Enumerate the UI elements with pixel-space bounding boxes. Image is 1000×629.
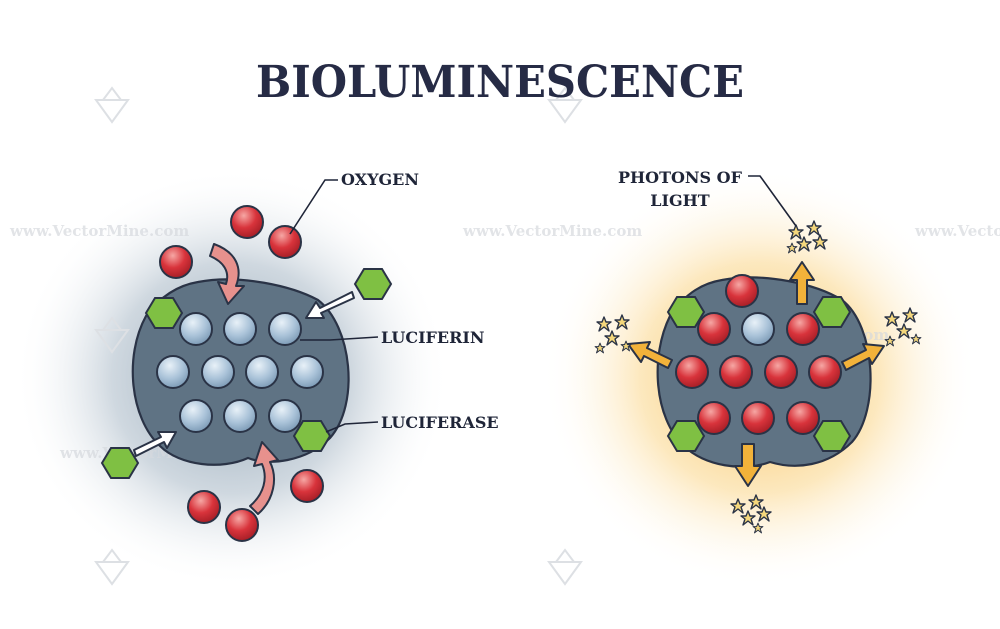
luciferin-sphere: [179, 399, 213, 433]
luciferin-sphere: [179, 312, 213, 346]
luciferase-hexagon: [666, 296, 706, 328]
watermark-logo-icon: [94, 86, 130, 124]
star-icon: [812, 234, 828, 250]
oxyluciferin-sphere: [719, 355, 753, 389]
luciferase-hexagon: [666, 420, 706, 452]
luciferase-hexagons-left: [100, 268, 393, 479]
star-icon: [604, 330, 620, 346]
luciferase-hexagon: [353, 268, 393, 300]
watermark-logo-icon: [94, 548, 130, 586]
luciferase-hexagon: [812, 420, 852, 452]
luciferase-hexagons-right: [666, 296, 852, 452]
star-cluster-left: [594, 314, 632, 354]
luciferin-sphere: [741, 312, 775, 346]
oxygen-sphere: [290, 469, 324, 503]
oxyluciferin-sphere: [741, 401, 775, 435]
luciferin-sphere: [201, 355, 235, 389]
star-icon: [740, 510, 756, 526]
oxyluciferin-spheres-right: [675, 274, 842, 435]
watermark-center: www.VectorMine.com: [462, 222, 642, 240]
oxyluciferin-sphere: [697, 312, 731, 346]
oxygen-entry-arrow-icon: [249, 441, 279, 515]
luciferin-sphere: [268, 312, 302, 346]
watermark-logo-icon: [94, 316, 130, 354]
star-cluster-bottom: [730, 494, 772, 534]
watermark-logo-icon: [547, 548, 583, 586]
star-icon: [594, 342, 606, 354]
star-icon: [788, 224, 804, 240]
watermark-logos: [94, 86, 583, 586]
photons-label-line1: PHOTONS OF: [618, 168, 743, 187]
star-icon: [752, 522, 764, 534]
star-icon: [806, 220, 822, 236]
oxygen-leader-line: [289, 179, 338, 235]
oxygen-sphere: [187, 490, 221, 524]
photons-label-line2: LIGHT: [650, 191, 710, 210]
photon-arrow-up-icon: [789, 261, 815, 305]
star-icon: [884, 311, 900, 327]
oxygen-label: OXYGEN: [341, 170, 419, 189]
star-icon: [786, 242, 798, 254]
photon-arrow-left-icon: [627, 341, 673, 369]
photon-arrow-right-icon: [841, 343, 885, 371]
star-icon: [730, 498, 746, 514]
oxygen-sphere: [268, 225, 302, 259]
luciferase-hexagon: [144, 297, 184, 329]
oxygen-sphere: [230, 205, 264, 239]
oxyluciferin-sphere: [764, 355, 798, 389]
star-icon: [748, 494, 764, 510]
luciferin-sphere: [268, 399, 302, 433]
oxyluciferin-sphere: [808, 355, 842, 389]
luciferin-sphere: [290, 355, 324, 389]
star-icon: [884, 335, 896, 347]
luciferin-sphere: [156, 355, 190, 389]
star-cluster-right: [884, 307, 922, 347]
luciferase-hexagon: [292, 420, 332, 452]
star-icon: [596, 316, 612, 332]
luciferin-label: LUCIFERIN: [381, 328, 485, 347]
luciferase-hexagon: [812, 296, 852, 328]
oxyluciferin-sphere: [786, 312, 820, 346]
luciferase-binding-arrow-icon: [305, 291, 355, 319]
oxyluciferin-sphere: [786, 401, 820, 435]
watermark-logo-icon: [547, 86, 583, 124]
photon-arrow-down-icon: [734, 443, 762, 487]
oxygen-sphere: [725, 274, 759, 308]
star-icon: [620, 340, 632, 352]
star-icon: [910, 333, 922, 345]
luciferin-spheres-left: [156, 312, 324, 433]
oxygen-sphere: [159, 245, 193, 279]
oxyluciferin-sphere: [675, 355, 709, 389]
star-icon: [614, 314, 630, 330]
luciferase-leader-line: [325, 421, 379, 433]
photon-stars: [594, 220, 922, 534]
star-cluster-top: [786, 220, 828, 254]
luciferin-leader-line: [300, 336, 379, 341]
star-icon: [756, 506, 772, 522]
luciferase-hexagon: [100, 447, 140, 479]
oxyluciferin-sphere: [697, 401, 731, 435]
luciferase-enzyme-left: [131, 278, 350, 466]
star-icon: [896, 323, 912, 339]
oxygen-molecules-left: [159, 205, 324, 542]
watermark-right: www.VectorMine.com: [914, 222, 1000, 240]
page-title: BIOLUMINESCENCE: [256, 57, 744, 108]
watermark-left: www.VectorMine.com: [9, 222, 189, 240]
photon-emission-arrows: [627, 261, 885, 487]
star-icon: [796, 236, 812, 252]
oxygen-entry-arrow-icon: [209, 243, 245, 305]
luciferase-label: LUCIFERASE: [381, 413, 499, 432]
luciferase-enzyme-right: [656, 274, 872, 468]
luciferin-sphere: [223, 312, 257, 346]
luciferin-sphere: [223, 399, 257, 433]
luciferin-sphere: [245, 355, 279, 389]
oxygen-sphere: [225, 508, 259, 542]
star-icon: [902, 307, 918, 323]
left-leader-lines: [289, 179, 379, 433]
luciferase-binding-arrow-icon: [133, 431, 177, 457]
photons-leader-line: [748, 175, 797, 227]
